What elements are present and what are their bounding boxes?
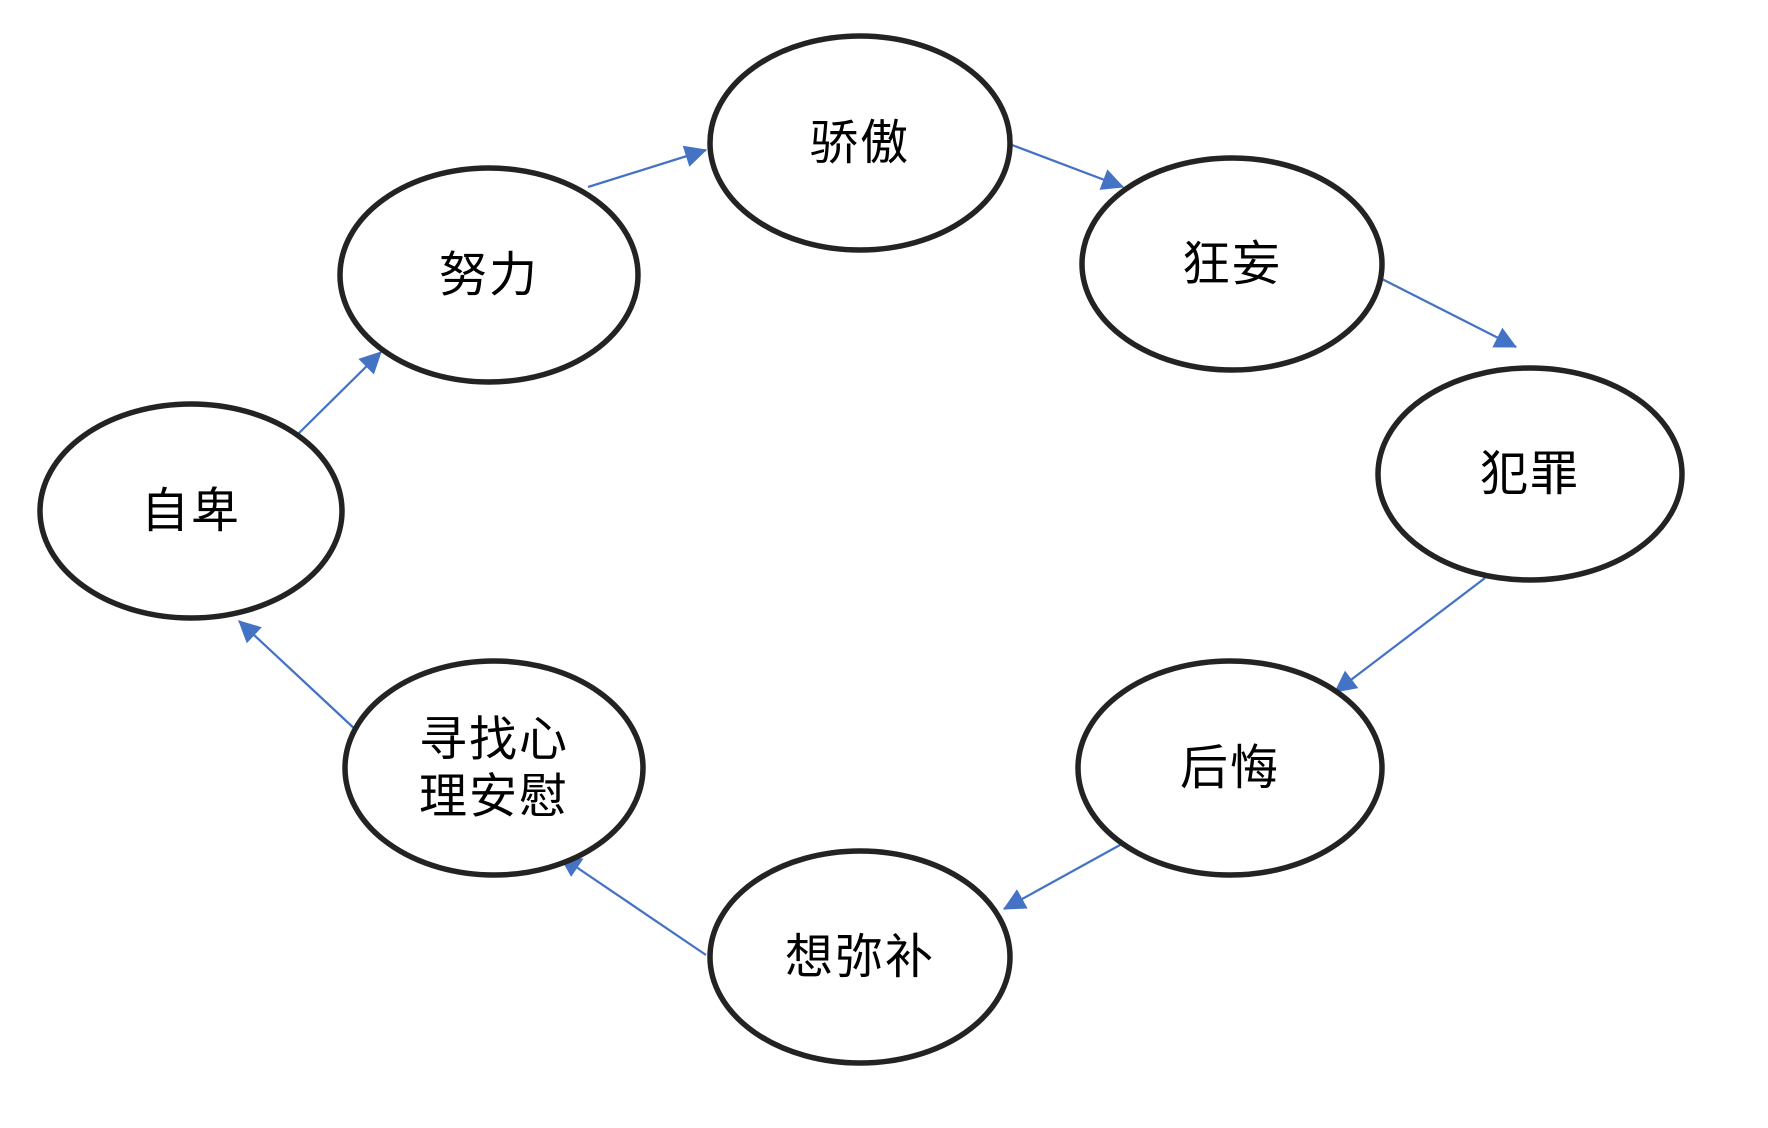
node-label-regret: 后悔 — [1180, 740, 1280, 796]
flow-arrow-make-amends-to-seek-comfort — [559, 855, 707, 956]
diagram-node-pride: 骄傲 — [707, 33, 1013, 253]
flow-arrow-pride-to-arrogance — [1011, 143, 1125, 190]
edges-layer — [238, 143, 1517, 956]
flow-arrow-arrogance-to-crime — [1379, 276, 1517, 349]
diagram-node-regret: 后悔 — [1075, 658, 1385, 878]
diagram-node-effort: 努力 — [337, 165, 641, 385]
node-ellipse-inferiority — [37, 401, 345, 621]
node-label-arrogance: 狂妄 — [1182, 236, 1282, 292]
flow-arrow-effort-to-pride — [587, 145, 708, 189]
node-ellipse-regret — [1075, 658, 1385, 878]
node-label-pride: 骄傲 — [810, 115, 910, 171]
node-ellipse-seek-comfort — [342, 658, 646, 878]
node-label-seek-comfort: 寻找心理安慰 — [419, 712, 569, 825]
node-ellipse-crime — [1375, 365, 1685, 583]
flow-arrow-crime-to-regret — [1334, 577, 1486, 693]
node-label-crime: 犯罪 — [1480, 446, 1580, 502]
node-label-make-amends: 想弥补 — [785, 929, 935, 985]
diagram-node-arrogance: 狂妄 — [1079, 155, 1385, 373]
node-label-effort: 努力 — [439, 247, 539, 303]
node-ellipse-effort — [337, 165, 641, 385]
flow-arrow-inferiority-to-effort — [296, 351, 382, 436]
flow-arrow-regret-to-make-amends — [1003, 844, 1121, 910]
diagram-node-inferiority: 自卑 — [37, 401, 345, 621]
diagram-node-seek-comfort: 寻找心理安慰 — [342, 658, 646, 878]
diagram-node-make-amends: 想弥补 — [707, 848, 1013, 1066]
node-ellipse-make-amends — [707, 848, 1013, 1066]
diagram-node-crime: 犯罪 — [1375, 365, 1685, 583]
node-label-inferiority: 自卑 — [141, 483, 241, 539]
node-ellipse-pride — [707, 33, 1013, 253]
node-ellipse-arrogance — [1079, 155, 1385, 373]
flow-arrow-seek-comfort-to-inferiority — [238, 620, 358, 732]
